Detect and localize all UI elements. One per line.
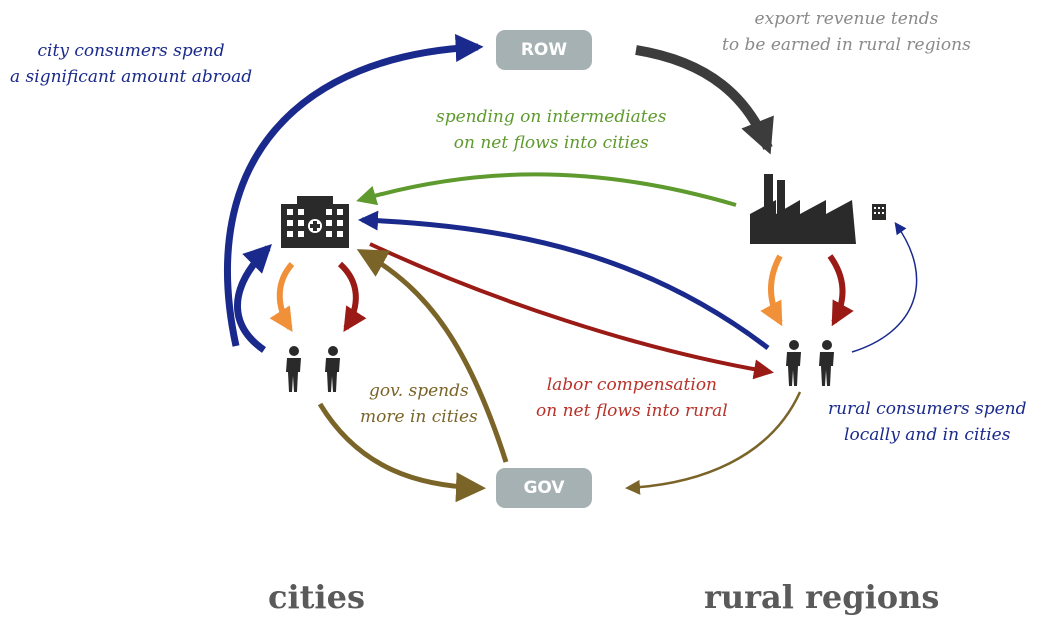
label-line: gov. spends (369, 381, 469, 401)
label-city-consumers: city consumers spend a significant amoun… (10, 38, 252, 90)
gov-node-label: GOV (523, 478, 565, 498)
person-icon (819, 340, 834, 386)
row-node-label: ROW (520, 40, 568, 60)
gov-node: GOV (496, 468, 592, 508)
label-line: on net flows into rural (536, 401, 728, 421)
label-line: on net flows into cities (453, 133, 649, 153)
label-labor-compensation: labor compensation on net flows into rur… (536, 372, 728, 424)
label-line: spending on intermediates (436, 107, 667, 127)
label-rural-consumers: rural consumers spend locally and in cit… (828, 396, 1027, 448)
small-building-icon (872, 204, 886, 220)
label-line: city consumers spend (37, 41, 225, 61)
label-line: rural consumers spend (828, 399, 1027, 419)
region-cities: cities (268, 578, 365, 616)
label-line: labor compensation (546, 375, 718, 395)
label-line: a significant amount abroad (10, 67, 253, 87)
arrow-rural-consumers-to-cities (358, 210, 770, 350)
person-icon (325, 346, 340, 392)
city-people (286, 346, 340, 392)
arrow-city-consumers-to-building (234, 244, 272, 353)
label-gov-spends: gov. spends more in cities (360, 378, 478, 430)
label-line: locally and in cities (844, 425, 1011, 445)
arrow-intermediates-to-cities (356, 172, 737, 207)
person-icon (286, 346, 301, 392)
arrow-gov-to-cities (356, 249, 509, 463)
label-line: to be earned in rural regions (722, 35, 971, 55)
arrow-labor-compensation (369, 242, 774, 380)
arrow-city-consumers-to-row (224, 34, 484, 347)
hospital-building-icon (281, 196, 349, 248)
arrow-city-orange (269, 262, 295, 333)
arrow-row-to-factory (635, 45, 774, 155)
factory-icon (750, 174, 856, 244)
label-line: more in cities (360, 407, 478, 427)
label-intermediates: spending on intermediates on net flows i… (436, 104, 666, 156)
row-node: ROW (496, 30, 592, 70)
person-icon (786, 340, 801, 386)
arrow-city-people-to-gov (317, 402, 486, 503)
arrow-rural-orange (760, 254, 783, 327)
arrow-rural-consumers-local (851, 222, 918, 353)
region-rural: rural regions (704, 578, 940, 616)
arrow-rural-red (827, 254, 854, 327)
label-export-revenue: export revenue tends to be earned in rur… (722, 6, 971, 58)
rural-people (786, 340, 834, 386)
label-line: export revenue tends (754, 9, 939, 29)
arrow-rural-people-to-gov (625, 391, 802, 495)
arrow-city-red (337, 261, 367, 333)
